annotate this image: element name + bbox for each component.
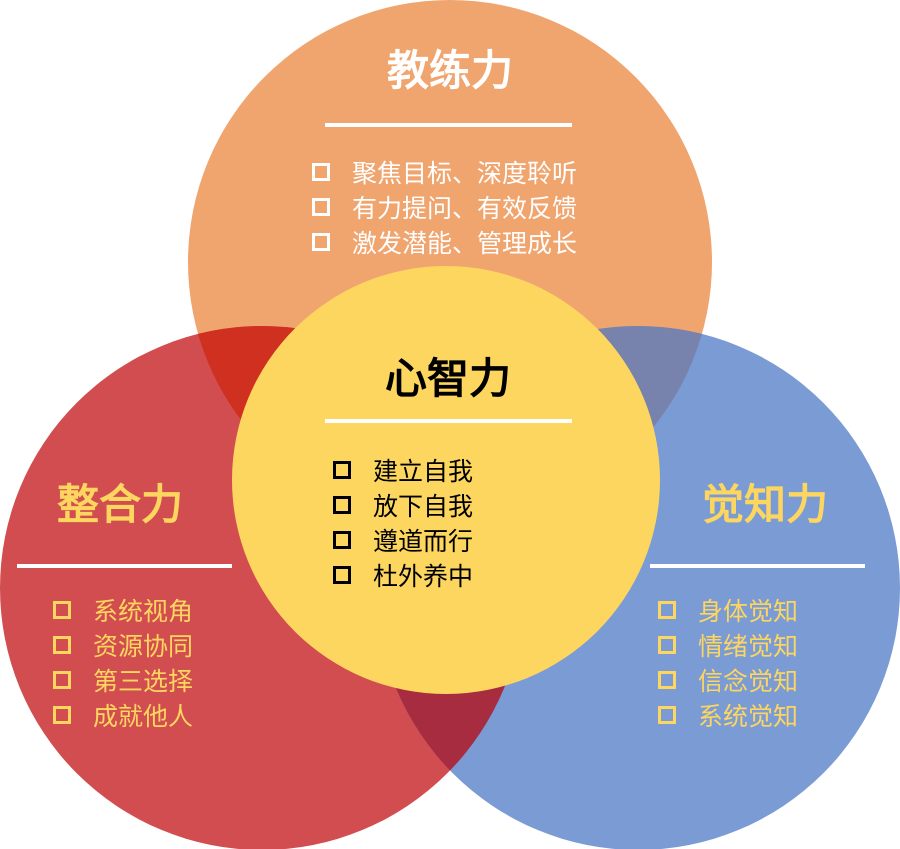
list-item: 身体觉知: [658, 592, 798, 627]
checkbox-icon: [658, 600, 676, 619]
item-label: 资源协同: [93, 631, 194, 661]
list-item: 遵道而行: [333, 522, 473, 557]
checkbox-icon: [53, 705, 71, 724]
list-item: 情绪觉知: [658, 627, 798, 662]
mind-list: 建立自我 放下自我 遵道而行 杜外养中: [333, 452, 473, 592]
item-label: 有力提问、有效反馈: [352, 193, 578, 223]
checkbox-icon: [53, 670, 71, 689]
item-label: 杜外养中: [373, 561, 474, 591]
coaching-list: 聚焦目标、深度聆听 有力提问、有效反馈 激发潜能、管理成长: [312, 154, 577, 259]
list-item: 成就他人: [53, 697, 193, 732]
integration-list: 系统视角 资源协同 第三选择 成就他人: [53, 592, 193, 732]
list-item: 杜外养中: [333, 557, 473, 592]
mind-title: 心智力: [384, 354, 512, 403]
coaching-title: 教练力: [386, 46, 514, 95]
checkbox-icon: [658, 635, 676, 654]
checkbox-icon: [312, 162, 330, 181]
checkbox-icon: [53, 600, 71, 619]
list-item: 激发潜能、管理成长: [312, 224, 577, 259]
item-label: 聚焦目标、深度聆听: [352, 158, 578, 188]
list-item: 有力提问、有效反馈: [312, 189, 577, 224]
item-label: 信念觉知: [698, 666, 799, 696]
list-item: 放下自我: [333, 487, 473, 522]
list-item: 建立自我: [333, 452, 473, 487]
awareness-divider: [650, 564, 865, 568]
item-label: 身体觉知: [698, 596, 799, 626]
list-item: 系统觉知: [658, 697, 798, 732]
item-label: 第三选择: [93, 666, 194, 696]
item-label: 成就他人: [93, 701, 194, 731]
list-item: 资源协同: [53, 627, 193, 662]
mind-divider: [325, 419, 572, 423]
checkbox-icon: [658, 670, 676, 689]
checkbox-icon: [312, 232, 330, 251]
item-label: 建立自我: [373, 456, 474, 486]
item-label: 情绪觉知: [698, 631, 799, 661]
coaching-divider: [325, 123, 572, 127]
mind-circle: [232, 266, 660, 694]
list-item: 聚焦目标、深度聆听: [312, 154, 577, 189]
item-label: 放下自我: [373, 491, 474, 521]
item-label: 系统视角: [93, 596, 194, 626]
checkbox-icon: [333, 565, 351, 584]
list-item: 信念觉知: [658, 662, 798, 697]
checkbox-icon: [658, 705, 676, 724]
item-label: 系统觉知: [698, 701, 799, 731]
awareness-title: 觉知力: [701, 480, 829, 529]
checkbox-icon: [53, 635, 71, 654]
item-label: 激发潜能、管理成长: [352, 228, 578, 258]
awareness-list: 身体觉知 情绪觉知 信念觉知 系统觉知: [658, 592, 798, 732]
integration-title: 整合力: [56, 480, 184, 529]
integration-divider: [17, 564, 232, 568]
checkbox-icon: [333, 460, 351, 479]
checkbox-icon: [333, 495, 351, 514]
checkbox-icon: [312, 197, 330, 216]
list-item: 第三选择: [53, 662, 193, 697]
item-label: 遵道而行: [373, 526, 474, 556]
list-item: 系统视角: [53, 592, 193, 627]
checkbox-icon: [333, 530, 351, 549]
